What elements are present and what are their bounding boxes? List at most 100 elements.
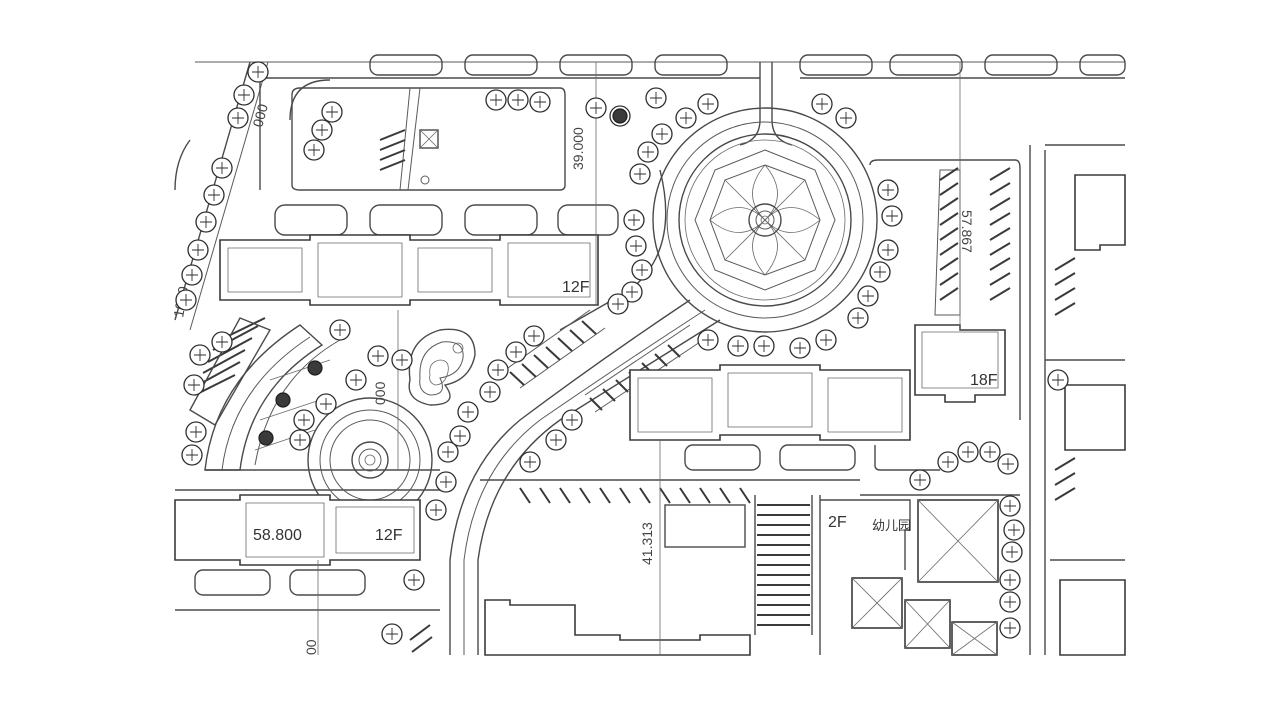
tree-icon-mark [216, 162, 228, 174]
tree-icon-mark [914, 474, 926, 486]
tree-icon-mark [702, 98, 714, 110]
kindergarten-label: 幼儿园 [872, 518, 911, 533]
tree-icon-mark [626, 286, 638, 298]
bays-row-2 [274, 204, 619, 236]
tree-icon-mark [874, 266, 886, 278]
floor-label-upper: 12F [562, 279, 590, 296]
tree-icon-mark [534, 96, 546, 108]
tree-icon-mark [612, 298, 624, 310]
top-parking-bays [369, 54, 1126, 76]
tree-icon-mark [852, 312, 864, 324]
far-right-buildings [1054, 174, 1126, 656]
tree-icon-mark [1006, 546, 1018, 558]
tree-icon-mark [252, 66, 264, 78]
bottom-middle-area [484, 487, 813, 656]
tree-icon-mark [350, 374, 362, 386]
tree-icon-mark [462, 406, 474, 418]
floor-label-lower: 12F [375, 527, 403, 544]
dimension-39000: 39.000 [570, 127, 586, 170]
tree-icon-mark [650, 92, 662, 104]
dimension-left-upper: 000 [249, 102, 271, 129]
tree-icon-mark [308, 144, 320, 156]
tree-icon-mark [192, 244, 204, 256]
tree-icon-mark [492, 364, 504, 376]
tree-icon-mark [200, 216, 212, 228]
tree-icon-mark [490, 94, 502, 106]
tree-icon-mark [656, 128, 668, 140]
tree-icon-mark [550, 434, 562, 446]
tree-icon-mark [628, 214, 640, 226]
tree-icon-mark [528, 330, 540, 342]
tree-icon-mark [984, 446, 996, 458]
tree-icon-mark [642, 146, 654, 158]
pond [408, 328, 476, 406]
tree-icon-mark [1004, 596, 1016, 608]
dimension-57867: 57.867 [959, 210, 975, 253]
dark-tree-icon [612, 108, 628, 124]
tree-icon-mark [794, 342, 806, 354]
tree-icon-mark [1002, 458, 1014, 470]
tree-icon-mark [962, 446, 974, 458]
tree-icon-mark [372, 350, 384, 362]
tree-icon-mark [816, 98, 828, 110]
dimension-41313: 41.313 [639, 522, 655, 565]
tree-icon-mark [1004, 622, 1016, 634]
tree-icon-mark [636, 264, 648, 276]
tree-icon-mark [566, 414, 578, 426]
building-middle-row [629, 364, 940, 471]
upper-left-block [291, 87, 566, 191]
building-18f: 18F [914, 324, 1006, 403]
dark-tree-icon [275, 392, 291, 408]
building-12f-lower: 58.800 12F [174, 494, 433, 653]
floor-label-18f: 18F [970, 372, 998, 389]
tree-icon-mark [298, 414, 310, 426]
tree-icon-mark [484, 386, 496, 398]
tree-icon-mark [1052, 374, 1064, 386]
tree-icon-mark [732, 340, 744, 352]
tree-icon-mark [882, 244, 894, 256]
tree-icon-mark [634, 168, 646, 180]
tree-icon-mark [840, 112, 852, 124]
tree-icon-mark [1008, 524, 1020, 536]
tree-icon-mark [190, 426, 202, 438]
tree-icon-mark [180, 294, 192, 306]
dark-tree-icon [258, 430, 274, 446]
tree-icon-mark [208, 189, 220, 201]
tree-icon-mark [524, 456, 536, 468]
tree-icon-mark [238, 89, 250, 101]
tree-icon-mark [442, 446, 454, 458]
tree-icon-mark [408, 574, 420, 586]
tree-icon-mark [186, 449, 198, 461]
building-12f-upper: 12F [219, 234, 599, 306]
tree-icon-mark [512, 94, 524, 106]
dark-tree-icon [307, 360, 323, 376]
tree-icon-mark [882, 184, 894, 196]
tree-icon-mark [886, 210, 898, 222]
tree-icon-mark [320, 398, 332, 410]
tree-icon-mark [188, 379, 200, 391]
tree-icon-mark [590, 102, 602, 114]
tree-icon-mark [758, 340, 770, 352]
tree-icon-mark [630, 240, 642, 252]
tree-icon-mark [820, 334, 832, 346]
tree-icon-mark [294, 434, 306, 446]
tree-icon-mark [454, 430, 466, 442]
tree-icon-mark [702, 334, 714, 346]
tree-icon-mark [186, 269, 198, 281]
tree-icon-mark [386, 628, 398, 640]
roundabout [652, 107, 878, 333]
kindergarten-building: 2F 幼儿园 [819, 495, 999, 656]
tree-icon-mark [216, 336, 228, 348]
tree-icon-mark [194, 349, 206, 361]
tree-icon-mark [396, 354, 408, 366]
tree-icon-mark [862, 290, 874, 302]
dimension-bottom: 00 [303, 639, 319, 655]
tree-icon-mark [510, 346, 522, 358]
dimension-58800: 58.800 [253, 527, 302, 544]
dimension-plaza: 000 [372, 381, 388, 405]
tree-icon-mark [680, 112, 692, 124]
tree-icon-mark [430, 504, 442, 516]
tree-icon-mark [1004, 574, 1016, 586]
dimension-lines: 39.000 57.867 41.313 000 1000 000 00 [170, 62, 975, 655]
